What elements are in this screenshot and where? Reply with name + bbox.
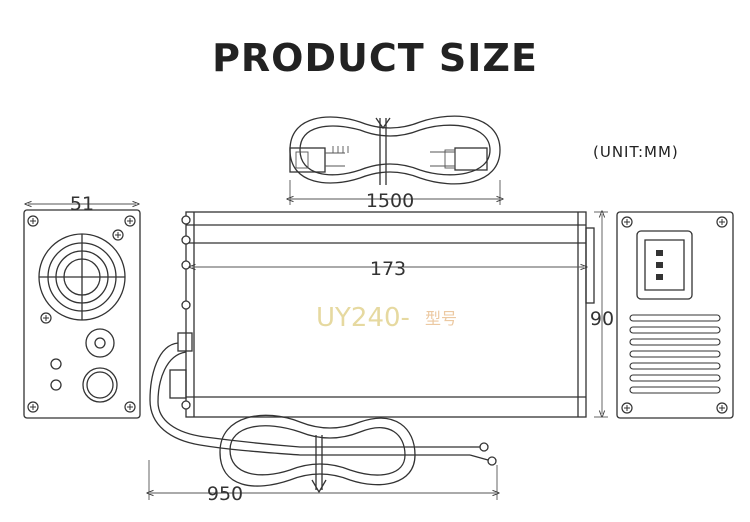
dim-fan-width: 51	[70, 193, 94, 215]
dim-dc-cable: 950	[207, 483, 243, 505]
dc-cable	[149, 342, 497, 500]
unit-label: (UNIT:MM)	[593, 143, 679, 161]
model-code: UY240-	[316, 303, 410, 333]
dim-ac-cord: 1500	[366, 190, 414, 212]
iec-power-inlet-icon	[636, 230, 693, 300]
ring-terminal-icon	[469, 442, 497, 466]
dim-body-length: 173	[370, 258, 406, 280]
charger-body: UY240- 型号	[169, 211, 595, 418]
cable-tie-icon	[375, 117, 391, 185]
dim-height: 90	[590, 308, 614, 330]
fan-end-view	[23, 204, 141, 419]
page-title: PRODUCT SIZE	[212, 36, 538, 80]
ac-cord	[290, 115, 500, 205]
inlet-end-view	[616, 211, 734, 419]
fan-grille-icon	[38, 233, 126, 321]
model-suffix: 型号	[425, 309, 457, 328]
